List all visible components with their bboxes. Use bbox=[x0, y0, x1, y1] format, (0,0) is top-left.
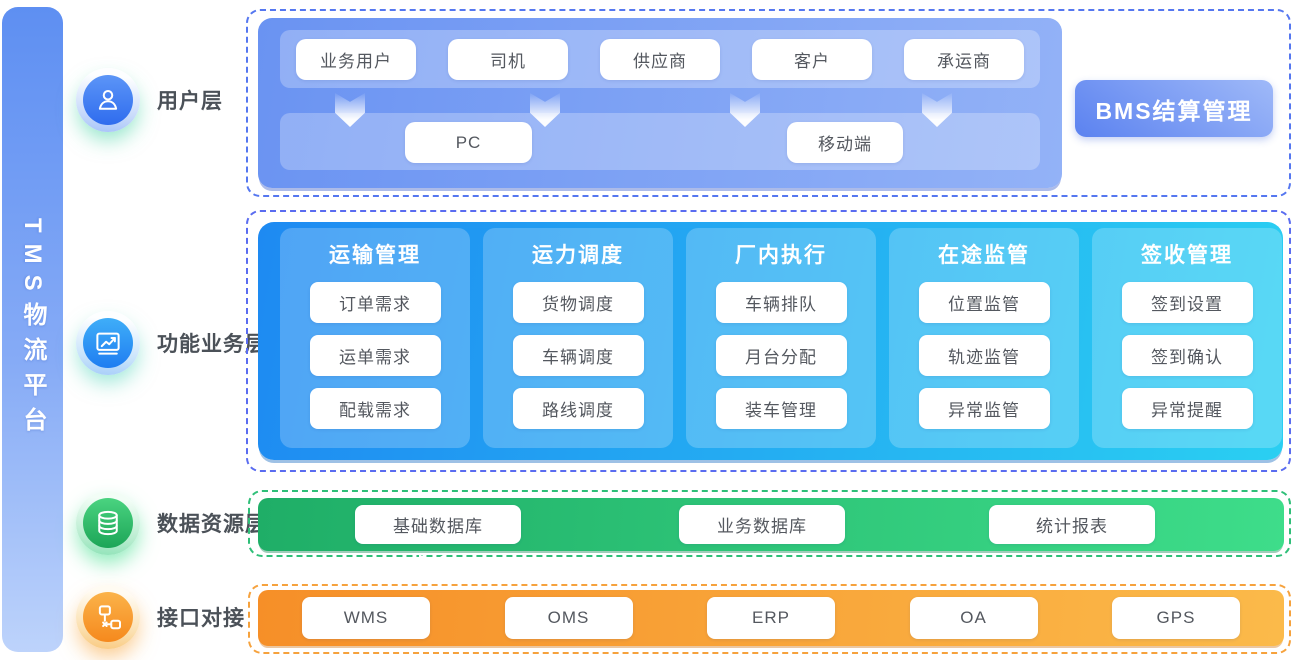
business-column-transport: 运输管理 订单需求 运单需求 配载需求 bbox=[280, 228, 470, 448]
column-title: 签收管理 bbox=[1141, 244, 1233, 267]
layer-label: 接口对接 bbox=[157, 607, 245, 630]
column-title: 运输管理 bbox=[329, 244, 421, 267]
data-item: 业务数据库 bbox=[679, 505, 845, 544]
layer-label: 用户层 bbox=[157, 90, 223, 113]
user-layer-panel: 业务用户 司机 供应商 客户 承运商 PC 移动端 bbox=[258, 18, 1062, 188]
business-item: 配载需求 bbox=[309, 388, 441, 429]
role-chip: 供应商 bbox=[600, 38, 720, 80]
business-item: 异常提醒 bbox=[1121, 388, 1253, 429]
data-item: 统计报表 bbox=[989, 505, 1155, 544]
terminal-chip-pc: PC bbox=[405, 122, 532, 163]
business-column-factory: 厂内执行 车辆排队 月台分配 装车管理 bbox=[686, 228, 876, 448]
business-item: 货物调度 bbox=[512, 282, 644, 323]
layer-interface: 接口对接 bbox=[76, 585, 245, 649]
terminals-strip: PC 移动端 bbox=[280, 113, 1040, 170]
business-item: 订单需求 bbox=[309, 282, 441, 323]
user-layer-frame bbox=[246, 9, 1291, 197]
business-layer-frame bbox=[246, 210, 1291, 472]
platform-title: TMS物流平台 bbox=[19, 217, 46, 442]
interface-item: WMS bbox=[302, 597, 430, 639]
bms-settlement-button: BMS结算管理 bbox=[1075, 80, 1273, 137]
database-icon bbox=[76, 491, 140, 555]
business-item: 签到设置 bbox=[1121, 282, 1253, 323]
layer-label: 数据资源层 bbox=[157, 513, 267, 536]
role-chip: 司机 bbox=[448, 38, 568, 80]
badge-core bbox=[83, 318, 133, 368]
business-item: 异常监管 bbox=[918, 388, 1050, 429]
interface-layer-panel: WMS OMS ERP OA GPS bbox=[258, 590, 1284, 646]
layer-business: 功能业务层 bbox=[76, 311, 267, 375]
business-item: 轨迹监管 bbox=[918, 335, 1050, 376]
business-item: 签到确认 bbox=[1121, 335, 1253, 376]
layer-data: 数据资源层 bbox=[76, 491, 267, 555]
chart-icon bbox=[76, 311, 140, 375]
network-icon bbox=[76, 585, 140, 649]
interface-layer-frame bbox=[248, 584, 1291, 654]
business-item: 路线调度 bbox=[512, 388, 644, 429]
data-item: 基础数据库 bbox=[355, 505, 521, 544]
interface-item: GPS bbox=[1112, 597, 1240, 639]
platform-rail: TMS物流平台 bbox=[2, 7, 63, 652]
business-column-capacity: 运力调度 货物调度 车辆调度 路线调度 bbox=[483, 228, 673, 448]
data-layer-frame bbox=[248, 490, 1291, 557]
business-column-sign: 签收管理 签到设置 签到确认 异常提醒 bbox=[1092, 228, 1282, 448]
role-chip: 承运商 bbox=[904, 38, 1024, 80]
business-item: 月台分配 bbox=[715, 335, 847, 376]
column-title: 运力调度 bbox=[532, 244, 624, 267]
badge-core bbox=[83, 592, 133, 642]
role-chip: 客户 bbox=[752, 38, 872, 80]
terminal-chip-mobile: 移动端 bbox=[787, 122, 903, 163]
interface-item: OMS bbox=[504, 597, 633, 639]
business-item: 位置监管 bbox=[918, 282, 1050, 323]
layer-label: 功能业务层 bbox=[157, 333, 267, 356]
data-layer-panel: 基础数据库 业务数据库 统计报表 bbox=[258, 498, 1284, 551]
business-column-transit: 在途监管 位置监管 轨迹监管 异常监管 bbox=[889, 228, 1079, 448]
column-title: 厂内执行 bbox=[735, 244, 827, 267]
badge-core bbox=[83, 75, 133, 125]
business-item: 车辆调度 bbox=[512, 335, 644, 376]
user-icon bbox=[76, 68, 140, 132]
role-chip: 业务用户 bbox=[296, 38, 416, 80]
column-title: 在途监管 bbox=[938, 244, 1030, 267]
down-arrow-icon bbox=[419, 554, 445, 584]
layer-user: 用户层 bbox=[76, 68, 223, 132]
business-item: 运单需求 bbox=[309, 335, 441, 376]
badge-core bbox=[83, 498, 133, 548]
business-layer-panel: 运输管理 订单需求 运单需求 配载需求 运力调度 货物调度 车辆调度 路线调度 … bbox=[258, 222, 1283, 460]
business-item: 车辆排队 bbox=[715, 282, 847, 323]
user-roles-strip: 业务用户 司机 供应商 客户 承运商 bbox=[280, 30, 1040, 88]
interface-item: ERP bbox=[707, 597, 835, 639]
business-item: 装车管理 bbox=[715, 388, 847, 429]
interface-item: OA bbox=[909, 597, 1038, 639]
